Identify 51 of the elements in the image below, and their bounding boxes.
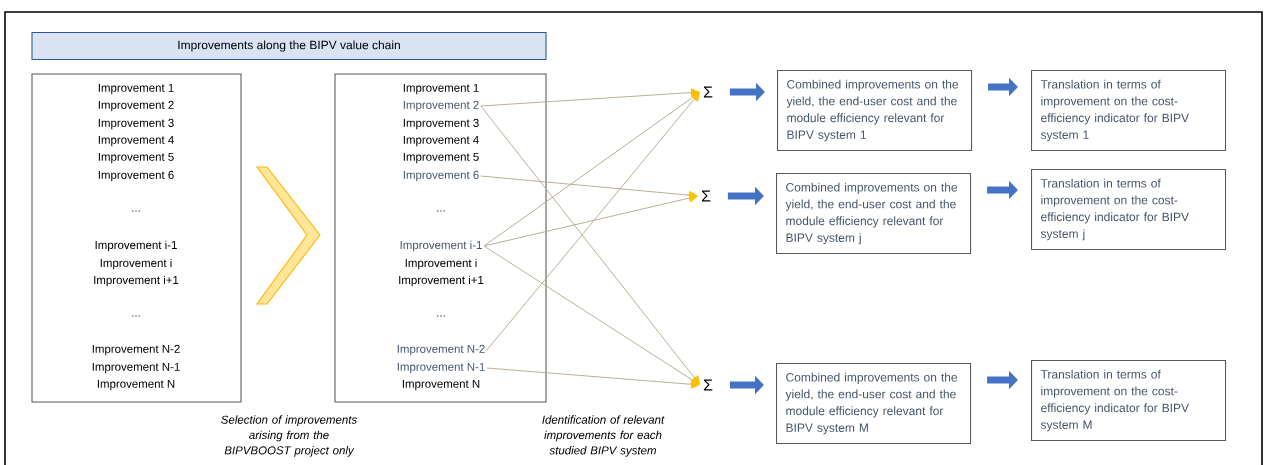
list-item: ... — [437, 210, 445, 212]
list-item: Improvement N — [402, 379, 480, 391]
list-item: Improvement 5 — [403, 152, 479, 164]
arrow — [480, 175, 698, 200]
caption: Selection of improvements arising from the BIPVBOOST project only — [221, 415, 357, 457]
list-item: Improvement 1 — [98, 83, 174, 95]
header-bar: Improvements along the BIPV value chain — [31, 31, 547, 61]
text-box: Translation in terms of improvement on the cost-efficiency indicator for BIPV system j — [1031, 169, 1227, 251]
list-item: Improvement 5 — [98, 152, 174, 164]
list-item: Improvement i+1 — [94, 275, 179, 287]
sum-symbol: Σ — [703, 379, 713, 391]
list-item: Improvement 3 — [403, 118, 479, 130]
arrow — [483, 92, 700, 247]
chevron-arrow — [255, 166, 321, 305]
list-item: Improvement N-2 — [397, 344, 485, 356]
list-item: Improvement 6 — [403, 170, 479, 182]
list-box — [334, 73, 547, 403]
list-item: Improvement 6 — [98, 170, 174, 182]
sum-symbol: Σ — [701, 190, 711, 202]
list-item: Improvement N-2 — [92, 344, 180, 356]
list-item: Improvement i+1 — [399, 275, 484, 287]
text-box: Combined improvements on the yield, the end-user cost and the module efficiency relevant for BIPV system 1 — [777, 70, 973, 152]
text-box: Translation in terms of improvement on the cost-efficiency indicator for BIPV system 1 — [1031, 70, 1227, 152]
text-box: Combined improvements on the yield, the end-user cost and the module efficiency relevant for BIPV system j — [776, 173, 972, 255]
sum-symbol: Σ — [703, 86, 713, 98]
list-item: ... — [132, 210, 140, 212]
list-item: Improvement i — [405, 258, 477, 270]
list-item: Improvement N-1 — [397, 362, 485, 374]
list-item: Improvement 4 — [98, 135, 174, 147]
list-item: Improvement 1 — [403, 83, 479, 95]
list-item: Improvement 2 — [403, 100, 479, 112]
list-item: ... — [437, 315, 445, 317]
list-item: Improvement 3 — [98, 118, 174, 130]
list-box — [31, 73, 242, 403]
list-item: Improvement N — [97, 379, 175, 391]
list-item: Improvement 4 — [403, 135, 479, 147]
list-item: Improvement i-1 — [95, 240, 177, 252]
arrow — [486, 367, 700, 389]
list-item: ... — [132, 315, 140, 317]
arrow — [480, 105, 700, 385]
text-box: Combined improvements on the yield, the end-user cost and the module efficiency relevant for BIPV system M — [776, 363, 972, 445]
list-item: Improvement i — [100, 258, 172, 270]
arrow — [483, 245, 700, 385]
text-box: Translation in terms of improvement on the cost-efficiency indicator for BIPV system M — [1031, 360, 1227, 442]
list-item: Improvement i-1 — [400, 240, 482, 252]
list-item: Improvement 2 — [98, 100, 174, 112]
arrow — [486, 92, 700, 351]
arrow — [480, 88, 700, 107]
arrow — [483, 193, 698, 247]
caption: Identification of relevant improvements for each studied BIPV system — [542, 415, 665, 457]
list-item: Improvement N-1 — [92, 362, 180, 374]
